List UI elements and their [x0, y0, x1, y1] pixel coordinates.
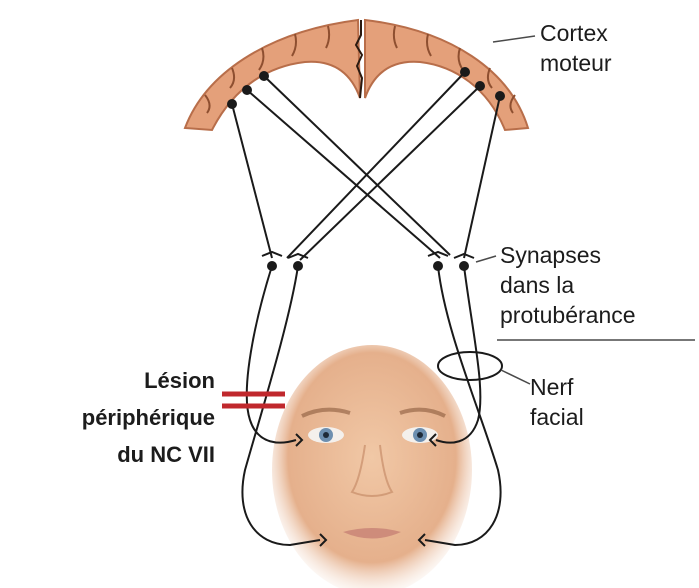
lesion-label-line3: du NC VII [82, 436, 215, 473]
pathway-cross-2b [300, 86, 480, 260]
pathway-left-uncrossed [232, 104, 272, 258]
lesion-label: Lésion périphérique du NC VII [82, 362, 215, 473]
cortex-right-hemisphere [365, 20, 528, 130]
pathway-cross-2a [287, 72, 465, 258]
right-eye [402, 427, 438, 443]
pathway-right-uncrossed [464, 96, 500, 258]
leader-lines [476, 36, 695, 384]
synapses-label-line2: dans la [500, 270, 636, 300]
upper-motor-pathways [232, 72, 500, 260]
synapses-label-line1: Synapses [500, 240, 636, 270]
nerf-label-line1: Nerf [530, 372, 584, 402]
lesion-label-line1: Lésion [82, 362, 215, 399]
cortex-label-line2: moteur [540, 48, 612, 78]
cortex-label-line1: Cortex [540, 18, 612, 48]
facial-nerve-marker [438, 352, 502, 380]
face-illustration [272, 345, 472, 588]
pathway-cross-1b [264, 76, 450, 255]
synapses-leader [476, 256, 496, 262]
lesion-mark [222, 394, 285, 406]
nerf-label-line2: facial [530, 402, 584, 432]
pathway-cross-1a [247, 90, 440, 258]
lesion-label-line2: périphérique [82, 399, 215, 436]
nerf-facial-label: Nerf facial [530, 372, 584, 432]
synapses-label: Synapses dans la protubérance [500, 240, 636, 330]
left-eye [308, 427, 344, 443]
cortex-moteur-label: Cortex moteur [540, 18, 612, 78]
motor-cortex [185, 20, 528, 130]
nerf-leader [501, 370, 530, 384]
face-shape [272, 345, 472, 588]
synapses-label-line3: protubérance [500, 300, 636, 330]
cortex-leader [493, 36, 535, 42]
pons-synapses [262, 252, 474, 258]
